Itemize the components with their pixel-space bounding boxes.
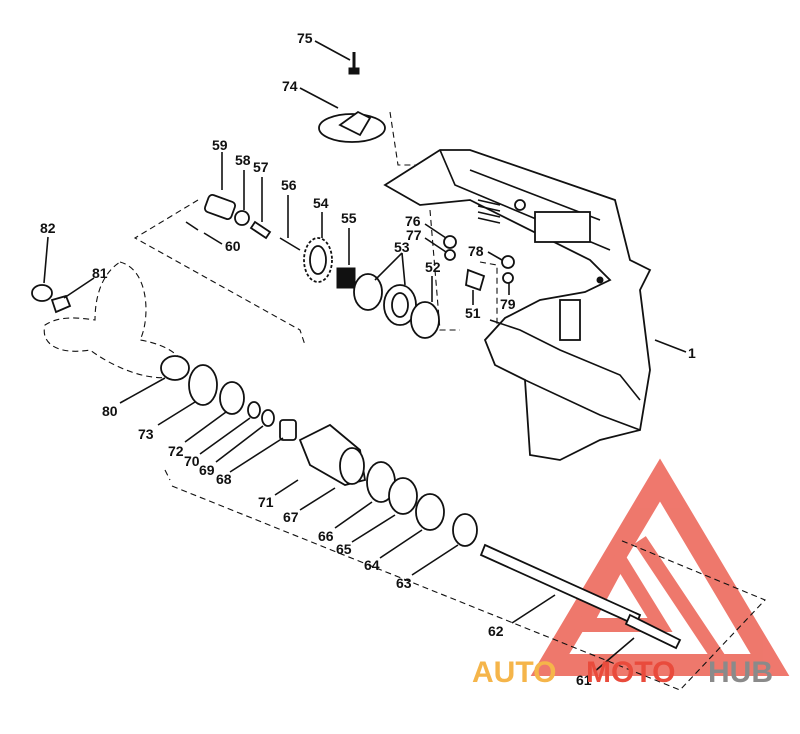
callout-71: 71 [258,494,274,510]
callout-55: 55 [341,210,357,226]
callout-67: 67 [283,509,299,525]
watermark-hub: HUB [708,656,773,689]
shift-parts [185,193,301,251]
leader-lines [43,40,687,673]
bearing-cup [336,267,356,289]
prop-nut [31,284,53,302]
callout-70: 70 [184,453,200,469]
callout-54: 54 [313,195,329,211]
gear-housing [383,149,652,461]
callout-60: 60 [225,238,241,254]
washers [443,235,515,292]
callout-63: 63 [396,575,412,591]
callout-57: 57 [253,159,269,175]
callout-79: 79 [500,296,516,312]
callout-64: 64 [364,557,380,573]
callout-77: 77 [406,227,422,243]
callout-58: 58 [235,152,251,168]
callout-69: 69 [199,462,215,478]
callout-52: 52 [425,259,441,275]
watermark-logo [530,458,790,676]
callout-59: 59 [212,137,228,153]
callout-81: 81 [92,265,108,281]
callout-53: 53 [394,239,410,255]
callout-1: 1 [688,345,696,361]
o-ring-seal [410,301,440,339]
watermark-moto: MOTO [586,656,675,689]
propeller-outline [43,261,183,379]
callout-61: 61 [576,672,592,688]
callout-65: 65 [336,541,352,557]
callout-66: 66 [318,528,334,544]
callout-72: 72 [168,443,184,459]
callout-73: 73 [138,426,154,442]
pinion-gear [303,237,333,283]
callout-numbers: 75 74 59 58 57 56 54 55 76 77 53 52 78 7… [40,30,696,688]
callout-62: 62 [488,623,504,639]
callout-78: 78 [468,243,484,259]
watermark-text: AUTO MOTO HUB [472,656,773,689]
anode-cover [318,110,386,143]
lower-gears [160,355,682,650]
callout-51: 51 [465,305,481,321]
callout-76: 76 [405,213,421,229]
callout-68: 68 [216,471,232,487]
callout-75: 75 [297,30,313,46]
bearing-set [353,273,417,326]
watermark-auto: AUTO [472,656,556,689]
callout-74: 74 [282,78,298,94]
callout-82: 82 [40,220,56,236]
callout-56: 56 [281,177,297,193]
tab-washer [50,294,72,314]
cover-screw [348,52,360,75]
callout-80: 80 [102,403,118,419]
